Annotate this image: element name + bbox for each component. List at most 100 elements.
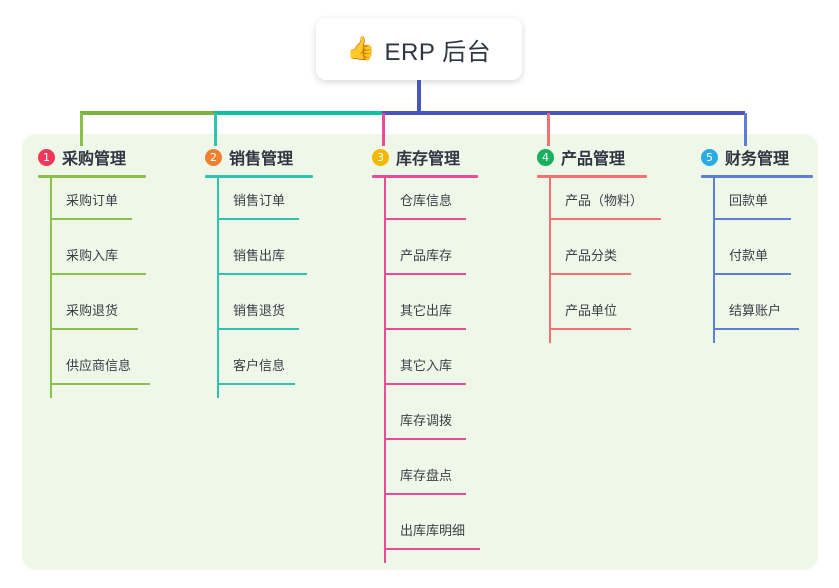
- branch-item-label: 产品单位: [565, 303, 618, 318]
- branch-item-underline: [549, 218, 661, 220]
- branch-item[interactable]: 客户信息: [217, 343, 313, 398]
- branch-underline: [38, 175, 146, 178]
- branch-item[interactable]: 产品库存: [384, 233, 478, 288]
- branch-item-label: 采购退货: [66, 303, 119, 318]
- branch-item-underline: [549, 328, 631, 330]
- trunk-segment-teal: [214, 111, 382, 115]
- branch-item-underline: [50, 273, 146, 275]
- branch-item[interactable]: 其它入库: [384, 343, 478, 398]
- branch-item-underline: [384, 218, 466, 220]
- branch-item-underline: [50, 218, 132, 220]
- branch-number-badge: 4: [537, 148, 554, 166]
- branch-drop-2: [214, 113, 217, 146]
- branch-item-label: 其它出库: [400, 303, 453, 318]
- branch-underline: [205, 175, 313, 178]
- branch-item-label: 其它入库: [400, 358, 453, 373]
- branch-number-badge: 2: [205, 148, 222, 166]
- branch-item[interactable]: 结算账户: [713, 288, 813, 343]
- branch-item[interactable]: 销售订单: [217, 178, 313, 233]
- branch-item-underline: [217, 273, 307, 275]
- branch-underline: [537, 175, 647, 178]
- branch-item-label: 采购订单: [66, 193, 119, 208]
- branch-underline: [372, 175, 478, 178]
- branch-item-underline: [384, 383, 466, 385]
- branch-item[interactable]: 其它出库: [384, 288, 478, 343]
- branch-item-underline: [384, 493, 466, 495]
- trunk-segment-blue: [382, 111, 745, 115]
- branch-column-3: 3 库存管理仓库信息产品库存其它出库其它入库库存调拨库存盘点出库库明细: [372, 146, 480, 563]
- branch-item[interactable]: 采购入库: [50, 233, 146, 288]
- branch-item-underline: [384, 548, 480, 550]
- branch-item[interactable]: 库存调拨: [384, 398, 478, 453]
- branch-item-underline: [713, 273, 791, 275]
- branch-header-3[interactable]: 3 库存管理: [372, 146, 478, 168]
- branch-item-label: 结算账户: [729, 303, 782, 318]
- branch-item-underline: [217, 218, 299, 220]
- branch-item[interactable]: 库存盘点: [384, 453, 478, 508]
- branch-items-1: 采购订单采购入库采购退货供应商信息: [50, 178, 150, 398]
- branch-item-label: 库存盘点: [400, 468, 453, 483]
- branch-item[interactable]: 采购退货: [50, 288, 146, 343]
- branch-item-underline: [549, 273, 631, 275]
- branch-item[interactable]: 仓库信息: [384, 178, 478, 233]
- branch-item[interactable]: 供应商信息: [50, 343, 150, 398]
- branch-vertical-stem: [549, 178, 551, 343]
- branch-number-badge: 3: [372, 148, 389, 166]
- branch-item-label: 产品库存: [400, 248, 453, 263]
- branch-item-label: 付款单: [729, 248, 769, 263]
- branch-item[interactable]: 出库库明细: [384, 508, 480, 563]
- branch-item-label: 产品分类: [565, 248, 618, 263]
- branch-drop-5: [744, 113, 747, 146]
- branch-header-2[interactable]: 2 销售管理: [205, 146, 313, 168]
- branch-title: 销售管理: [229, 151, 294, 168]
- root-node[interactable]: 👍 ERP 后台: [316, 18, 522, 80]
- branch-items-4: 产品（物料） 产品分类产品单位: [549, 178, 661, 343]
- branch-item-underline: [384, 328, 466, 330]
- branch-item-underline: [713, 218, 791, 220]
- branch-column-4: 4 产品管理产品（物料） 产品分类产品单位: [537, 146, 661, 343]
- branch-number-badge: 1: [38, 148, 55, 166]
- branch-drop-4: [547, 113, 550, 146]
- branch-column-2: 2 销售管理销售订单销售出库销售退货客户信息: [205, 146, 313, 398]
- branch-vertical-stem: [713, 178, 715, 343]
- branch-items-3: 仓库信息产品库存其它出库其它入库库存调拨库存盘点出库库明细: [384, 178, 480, 563]
- branch-item-label: 仓库信息: [400, 193, 453, 208]
- branch-drop-3: [382, 113, 385, 146]
- branch-header-4[interactable]: 4 产品管理: [537, 146, 647, 168]
- branch-header-1[interactable]: 1 采购管理: [38, 146, 146, 168]
- branch-title: 采购管理: [62, 151, 127, 168]
- branch-item-label: 产品（物料）: [565, 193, 644, 208]
- branch-item-underline: [713, 328, 799, 330]
- root-title: ERP 后台: [384, 38, 492, 66]
- branch-item[interactable]: 回款单: [713, 178, 813, 233]
- branch-item-underline: [384, 438, 466, 440]
- branch-item[interactable]: 销售出库: [217, 233, 313, 288]
- branch-item-label: 销售出库: [233, 248, 286, 263]
- branch-vertical-stem: [217, 178, 219, 398]
- branch-item-label: 出库库明细: [400, 523, 466, 538]
- branch-item[interactable]: 产品分类: [549, 233, 647, 288]
- diagram-background-panel: [22, 134, 818, 570]
- branch-vertical-stem: [384, 178, 386, 563]
- branch-item[interactable]: 销售退货: [217, 288, 313, 343]
- branch-item-label: 销售退货: [233, 303, 286, 318]
- branch-items-5: 回款单付款单结算账户: [713, 178, 813, 343]
- thumbs-up-icon: 👍: [346, 35, 376, 62]
- branch-item-label: 销售订单: [233, 193, 286, 208]
- branch-title: 财务管理: [725, 151, 790, 168]
- branch-item-label: 库存调拨: [400, 413, 453, 428]
- branch-vertical-stem: [50, 178, 52, 398]
- branch-item[interactable]: 付款单: [713, 233, 813, 288]
- branch-item[interactable]: 产品单位: [549, 288, 647, 343]
- branch-item-underline: [50, 383, 150, 385]
- branch-column-1: 1 采购管理采购订单采购入库采购退货供应商信息: [38, 146, 150, 398]
- branch-item[interactable]: 产品（物料）: [549, 178, 661, 233]
- branch-item-label: 采购入库: [66, 248, 119, 263]
- branch-item[interactable]: 采购订单: [50, 178, 146, 233]
- branch-item-label: 供应商信息: [66, 358, 132, 373]
- branch-title: 库存管理: [396, 151, 461, 168]
- branch-title: 产品管理: [561, 151, 626, 168]
